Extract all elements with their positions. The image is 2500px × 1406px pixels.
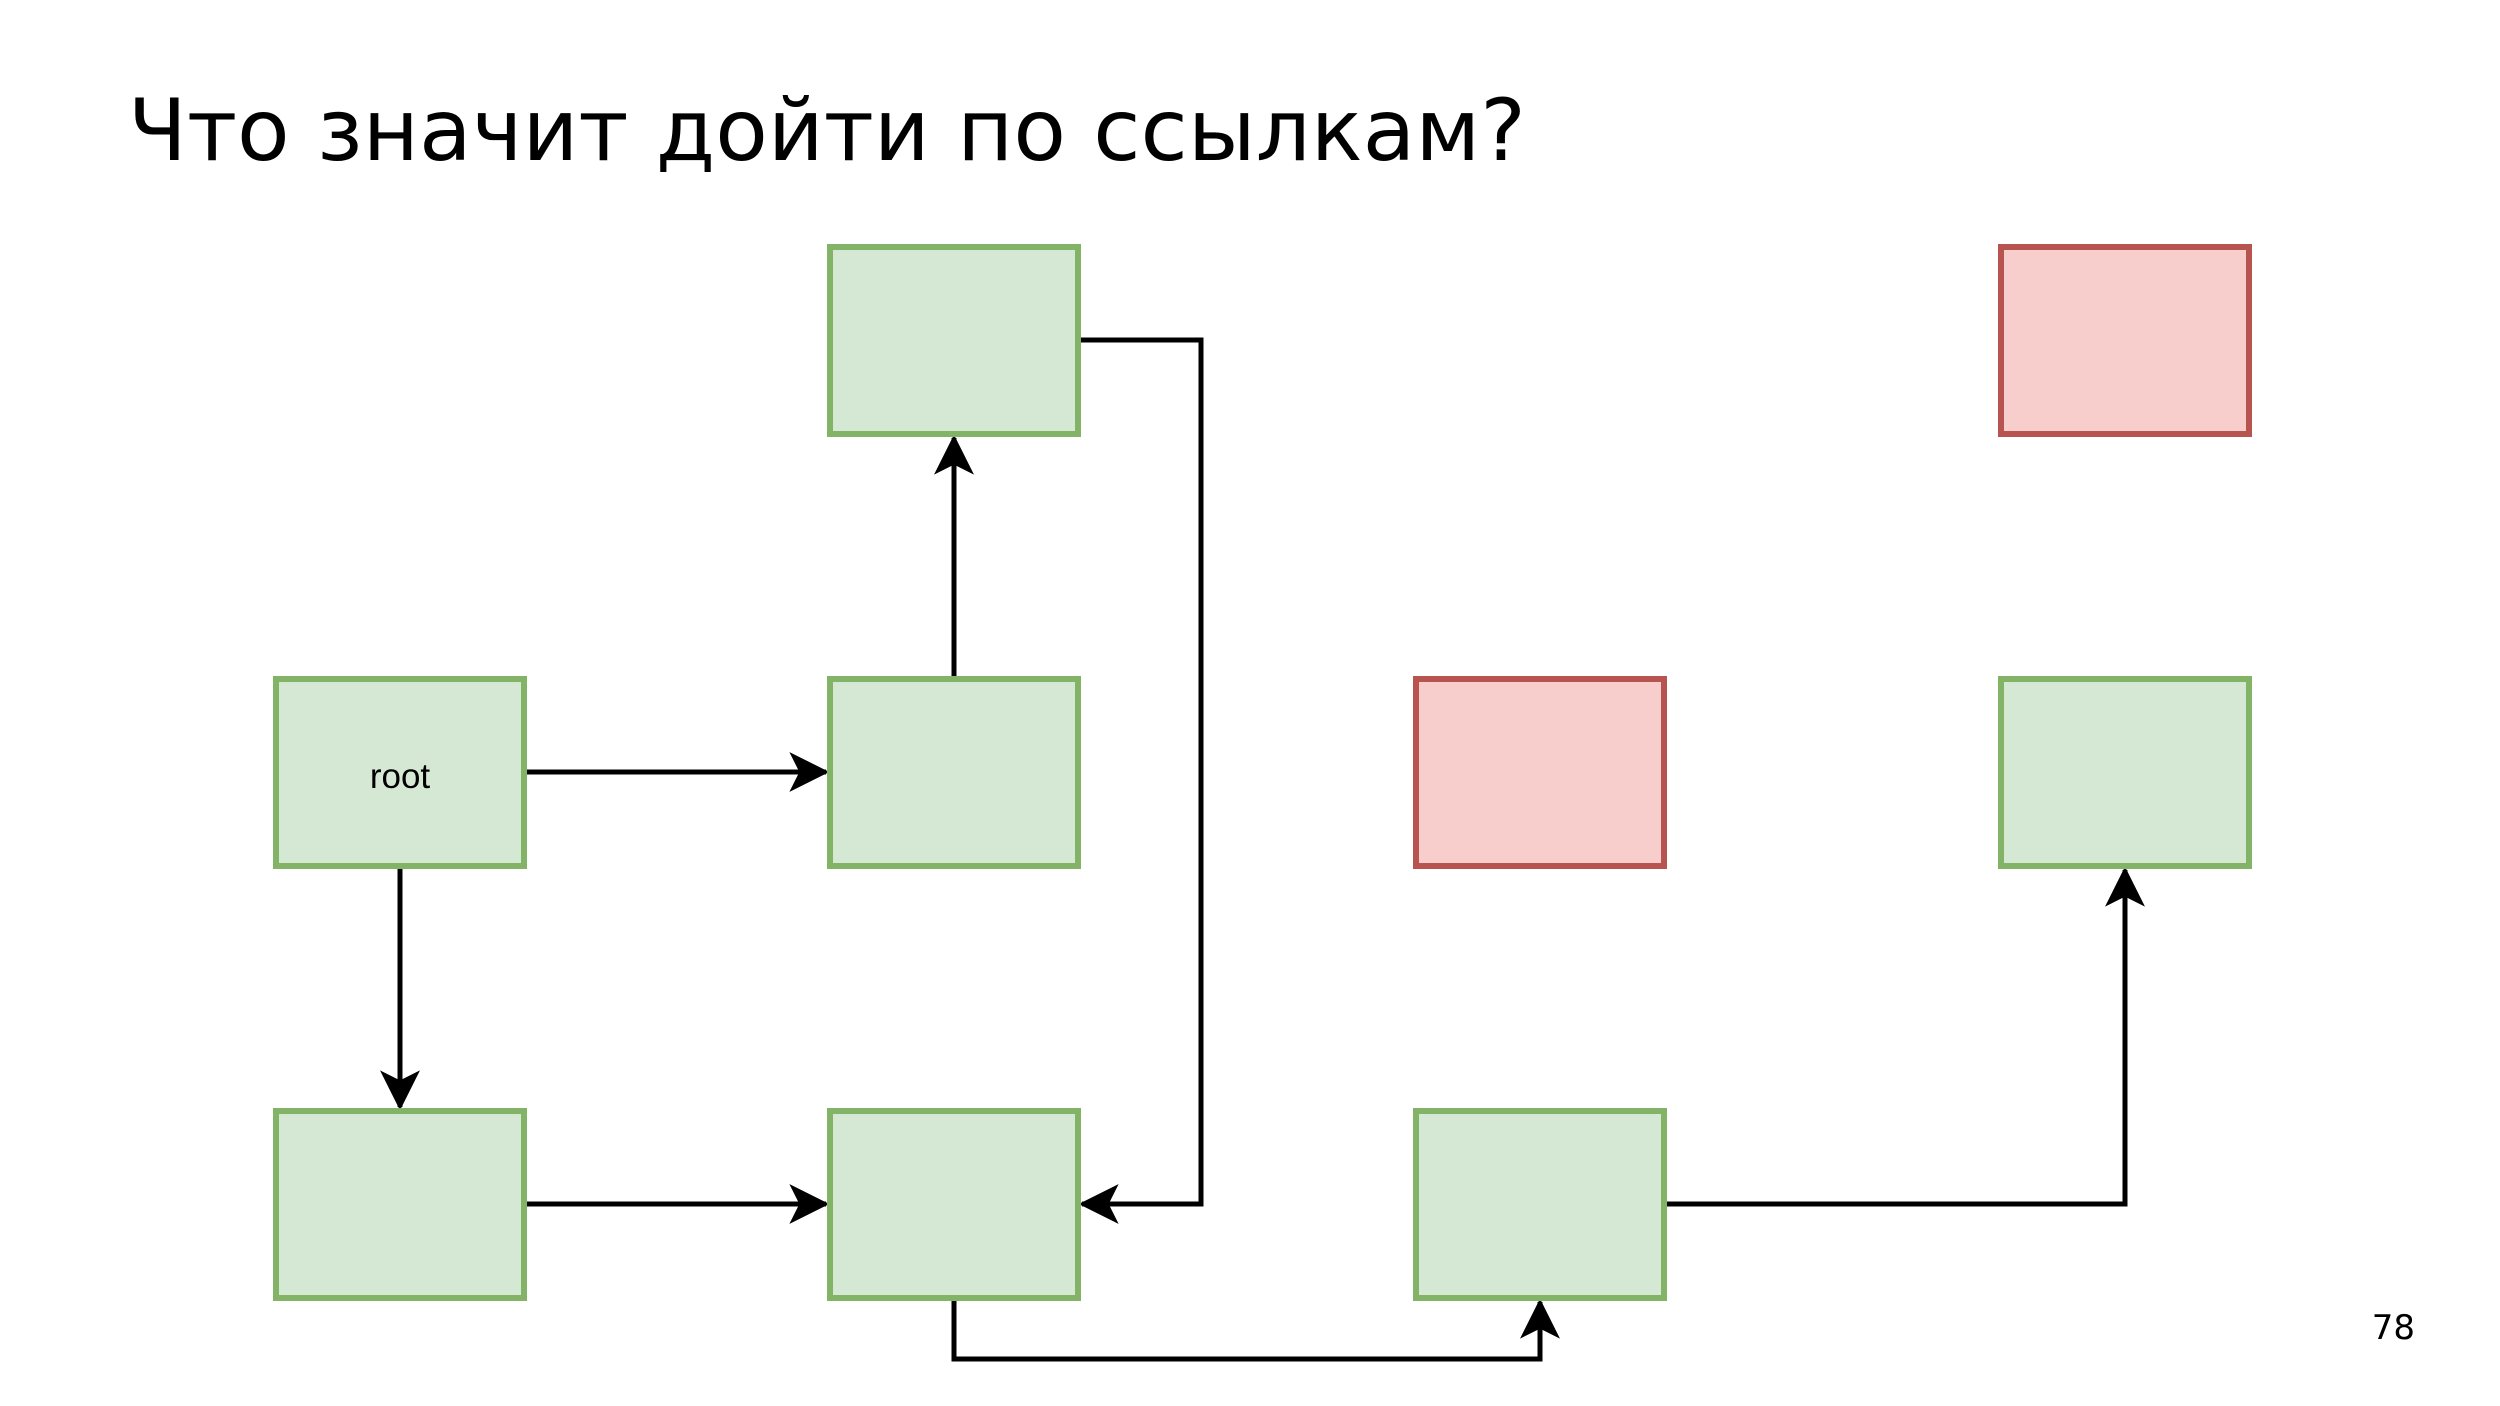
bottom-left-node xyxy=(273,1108,527,1301)
center-unreachable-node-box xyxy=(1413,676,1667,869)
right-middle-node-box xyxy=(1998,676,2252,869)
edge-bottom-right-center-to-right-middle xyxy=(1664,866,2145,1207)
bottom-right-center-node xyxy=(1413,1108,1667,1301)
top-right-unreachable-node xyxy=(1998,244,2252,437)
bottom-left-node-box xyxy=(273,1108,527,1301)
top-middle-node xyxy=(827,244,1081,437)
middle-node-box xyxy=(827,676,1081,869)
root-node-box xyxy=(273,676,527,869)
root-node-label: root xyxy=(370,757,431,796)
edges-layer xyxy=(380,337,2145,1362)
bottom-middle-node-box xyxy=(827,1108,1081,1301)
bottom-middle-node xyxy=(827,1108,1081,1301)
bottom-right-center-node-box xyxy=(1413,1108,1667,1301)
root-node: root xyxy=(273,676,527,869)
edge-bottom-middle-to-bottom-right-center xyxy=(951,1298,1560,1362)
top-middle-node-box xyxy=(827,244,1081,437)
right-middle-node xyxy=(1998,676,2252,869)
center-unreachable-node xyxy=(1413,676,1667,869)
slide-title: Что значит дойти по ссылкам? xyxy=(128,81,1526,181)
middle-node xyxy=(827,676,1081,869)
edge-top-middle-to-bottom-middle xyxy=(1078,337,1204,1224)
nodes-layer: root xyxy=(273,244,2252,1301)
top-right-unreachable-node-box xyxy=(1998,244,2252,437)
page-number: 78 xyxy=(2371,1308,2415,1348)
